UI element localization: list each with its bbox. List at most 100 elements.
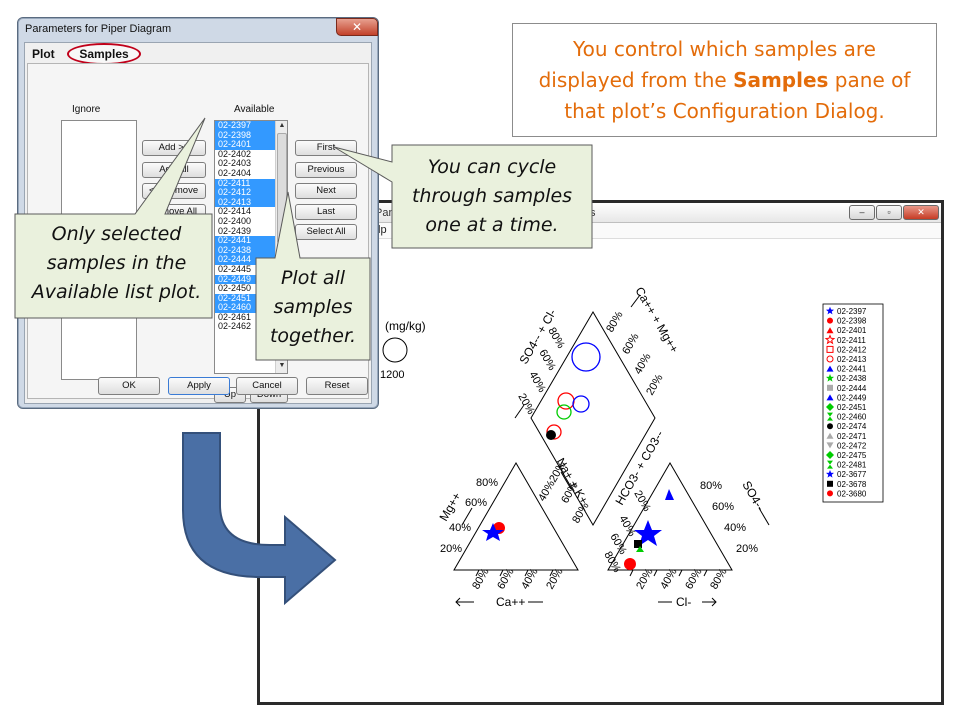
tick-label: 80% [700,480,722,492]
reset-button[interactable]: Reset [306,377,368,395]
ok-button[interactable]: OK [98,377,160,395]
dialog-close-button[interactable]: ✕ [336,18,378,36]
tick-label: 80% [476,477,498,489]
tick-label: 40% [632,351,654,376]
ca-mg-label: Ca++ + Mg++ [632,285,681,356]
available-list-item[interactable]: 02-2461 [218,311,252,322]
scroll-up-icon[interactable]: ▲ [278,122,286,129]
available-list-item[interactable]: 02-2397 [215,121,287,131]
available-list-item[interactable]: 02-2441 [215,236,287,246]
add-button[interactable]: Add >> [142,140,206,156]
info-line-3: that plot’s Configuration Dialog. [564,99,885,123]
available-list-item[interactable]: 02-2444 [215,255,287,265]
legend-label: 02-2441 [837,365,867,374]
cancel-button[interactable]: Cancel [236,377,298,395]
so4-label: SO4-- [739,479,767,514]
available-list-item[interactable]: 02-2449 [215,274,287,285]
piper-plot-window: Parameters s – ▫ ✕ lp [257,200,944,705]
legend-label: 02-2412 [837,345,867,354]
last-button[interactable]: Last [295,204,357,220]
tick-label: 20% [440,543,462,555]
callout-plot-all: Plot all samples together. [269,267,357,347]
available-list-item[interactable]: 02-2398 [215,130,287,141]
cl-label: Cl- [676,595,691,609]
tab-plot[interactable]: Plot [32,47,55,61]
available-list-item[interactable]: 02-2403 [218,158,252,169]
sample-marker [482,523,504,541]
menu-item-help[interactable]: lp [378,224,387,236]
tick-label: 60% [465,497,487,509]
available-list-item[interactable]: 02-2439 [218,225,252,236]
legend-label: 02-2475 [837,451,867,460]
info-line-2-end: pane of [828,68,911,92]
legend-marker [826,394,834,401]
info-line-2: displayed from the Samples pane of [513,65,936,96]
scroll-thumb[interactable] [277,133,287,243]
previous-button[interactable]: Previous [295,162,357,178]
remove-button[interactable]: << Remove [142,183,206,199]
legend-label: 02-2398 [837,317,867,326]
tick-label: 20% [644,372,666,397]
next-button[interactable]: Next [295,183,357,199]
scale-label: (mg/kg) [385,319,426,333]
legend-marker [826,306,834,315]
tick-label: 20% [631,489,653,514]
legend-label: 02-2397 [837,307,867,316]
legend-label: 02-2401 [837,326,867,335]
legend-marker [827,412,833,421]
available-list-item[interactable]: 02-2400 [218,215,252,226]
tab-samples[interactable]: Samples [67,43,141,65]
available-list-item[interactable]: 02-2451 [215,293,287,304]
legend-label: 02-3678 [837,480,867,489]
arrow-shape [182,432,337,606]
legend-marker [826,327,834,334]
callout-cycle: You can cycle through samples one at a t… [411,156,573,236]
piper-diagram: (mg/kg) 1200 80% 60% 40% 20% 20% 40% 60%… [380,285,884,609]
maximize-button[interactable]: ▫ [876,205,902,220]
scroll-down-icon[interactable]: ▼ [278,362,286,369]
anion-triangle [607,462,733,571]
minimize-button[interactable]: – [849,205,875,220]
legend-label: 02-2451 [837,403,867,412]
available-list-item[interactable]: 02-2402 [218,148,252,159]
select-all-button[interactable]: Select All [295,224,357,240]
legend-marker [827,384,833,391]
info-line-2-bold: Samples [733,68,829,92]
legend-label: 02-2481 [837,461,867,470]
mg-label: Mg++ [436,490,463,524]
legend-label: 02-2411 [837,336,866,345]
available-list-item[interactable]: 02-2413 [215,197,287,208]
sample-marker [571,342,601,372]
legend-box [822,303,884,503]
tick-label: 40% [724,522,746,534]
available-list-item[interactable]: 02-2438 [215,245,287,256]
available-list-item[interactable]: 02-2450 [218,283,252,294]
legend-marker [827,423,833,430]
available-list-item[interactable]: 02-2445 [218,263,252,274]
apply-button[interactable]: Apply [168,377,230,395]
remove-all-button[interactable]: Remove All [142,204,206,220]
available-list-item[interactable]: 02-2462 [218,321,252,332]
tick-label: 20% [736,543,758,555]
tick-label: 60% [712,501,734,513]
info-line-2-start: displayed from the [538,68,734,92]
dialog-title: Parameters for Piper Diagram [25,23,172,35]
close-button[interactable]: ✕ [903,205,939,220]
tick-label: 60% [536,348,558,373]
dialog-footer: OK Apply Cancel Reset [24,374,372,404]
legend-label: 02-2471 [837,432,867,441]
available-list-item[interactable]: 02-2404 [218,167,252,178]
available-label: Available [234,104,275,115]
available-list-item[interactable]: 02-2401 [215,140,287,150]
first-button[interactable]: First [295,140,357,156]
sample-marker [556,404,572,420]
add-all-button[interactable]: Add All [142,162,206,178]
available-list-item[interactable]: 02-2460 [215,303,287,313]
available-list-item[interactable]: 02-2412 [215,188,287,198]
sample-marker [665,489,674,500]
available-list-item[interactable]: 02-2411 [215,178,287,189]
available-list-item[interactable]: 02-2414 [218,206,252,217]
sample-marker [572,395,590,413]
